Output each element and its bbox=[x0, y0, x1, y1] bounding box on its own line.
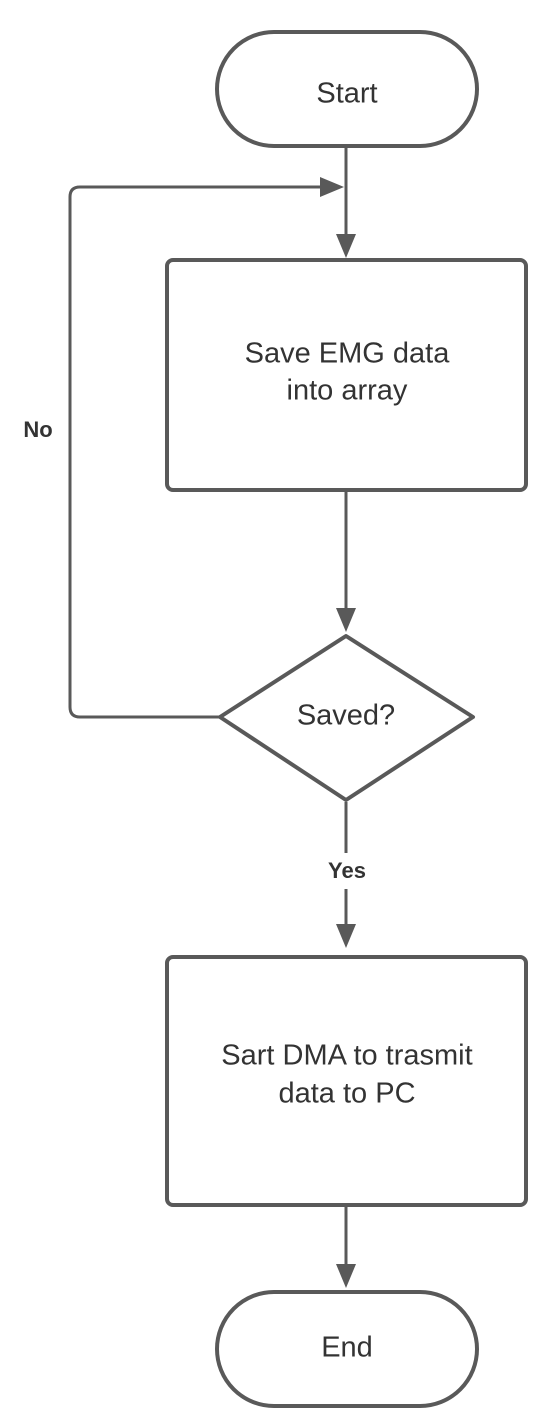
connectors bbox=[68, 146, 356, 1288]
node-start: Start bbox=[215, 30, 479, 148]
node-end-label: End bbox=[321, 1332, 373, 1364]
node-save-label-line2: into array bbox=[287, 375, 408, 407]
terminal-shape-end bbox=[215, 1290, 479, 1408]
node-decision: Saved? bbox=[218, 634, 475, 802]
arrowhead-dma-to-end bbox=[336, 1264, 356, 1288]
node-dma-label-line1: Sart DMA to trasmit bbox=[221, 1040, 472, 1072]
node-dma-label-line2: data to PC bbox=[278, 1078, 415, 1110]
node-save: Save EMG data into array bbox=[165, 258, 528, 492]
edge-label-yes: Yes bbox=[328, 858, 366, 883]
edge-label-no: No bbox=[23, 417, 52, 442]
process-shape-dma bbox=[165, 955, 528, 1207]
node-end: End bbox=[215, 1290, 479, 1408]
node-decision-label: Saved? bbox=[297, 700, 395, 732]
node-save-label-line1: Save EMG data bbox=[245, 338, 451, 370]
decision-shape-saved bbox=[218, 634, 475, 802]
arrowhead-save-to-decision bbox=[336, 608, 356, 632]
connector-no-loop bbox=[68, 185, 322, 719]
node-dma: Sart DMA to trasmit data to PC bbox=[165, 955, 528, 1207]
arrowhead-decision-to-dma bbox=[336, 924, 356, 948]
arrowhead-start-to-save bbox=[336, 234, 356, 258]
process-shape-save bbox=[165, 258, 528, 492]
node-start-label: Start bbox=[316, 78, 377, 110]
terminal-shape-start bbox=[215, 30, 479, 148]
arrowhead-no-loop bbox=[320, 177, 344, 197]
